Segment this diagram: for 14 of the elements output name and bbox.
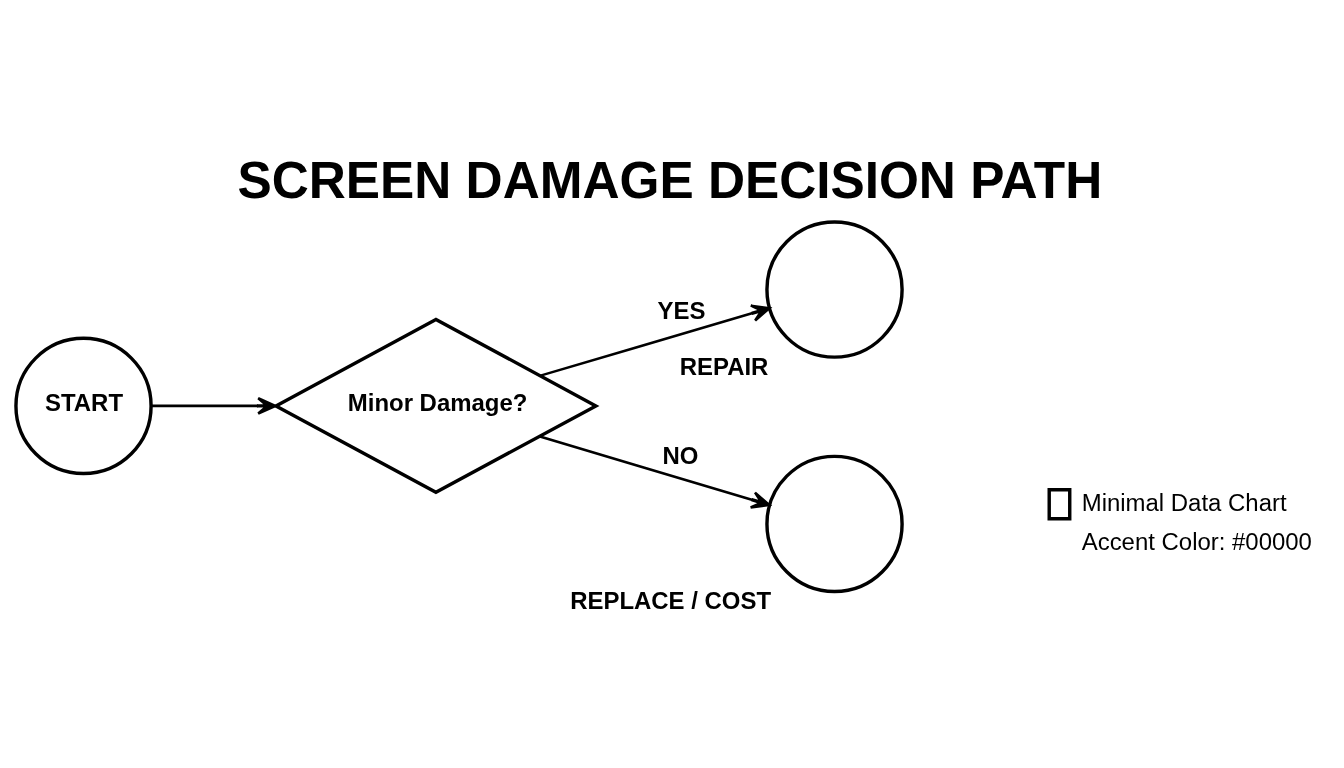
node-circle	[765, 454, 904, 593]
node-circle: START	[14, 336, 153, 475]
node-diamond: Minor Damage?	[272, 317, 600, 494]
diagram-title: SCREEN DAMAGE DECISION PATH	[237, 151, 1103, 209]
legend-label: Minimal Data Chart	[1081, 488, 1287, 516]
arrow	[539, 434, 771, 509]
node-label: REPAIR	[679, 352, 769, 380]
arrow	[151, 396, 277, 415]
node-label: REPLACE / COST	[570, 586, 772, 614]
node-circle	[765, 219, 904, 359]
edge-label: YES	[657, 296, 706, 324]
label: Accent Color: #00000	[1081, 527, 1312, 555]
arrow	[540, 303, 771, 377]
edge-label: NO	[662, 441, 699, 469]
